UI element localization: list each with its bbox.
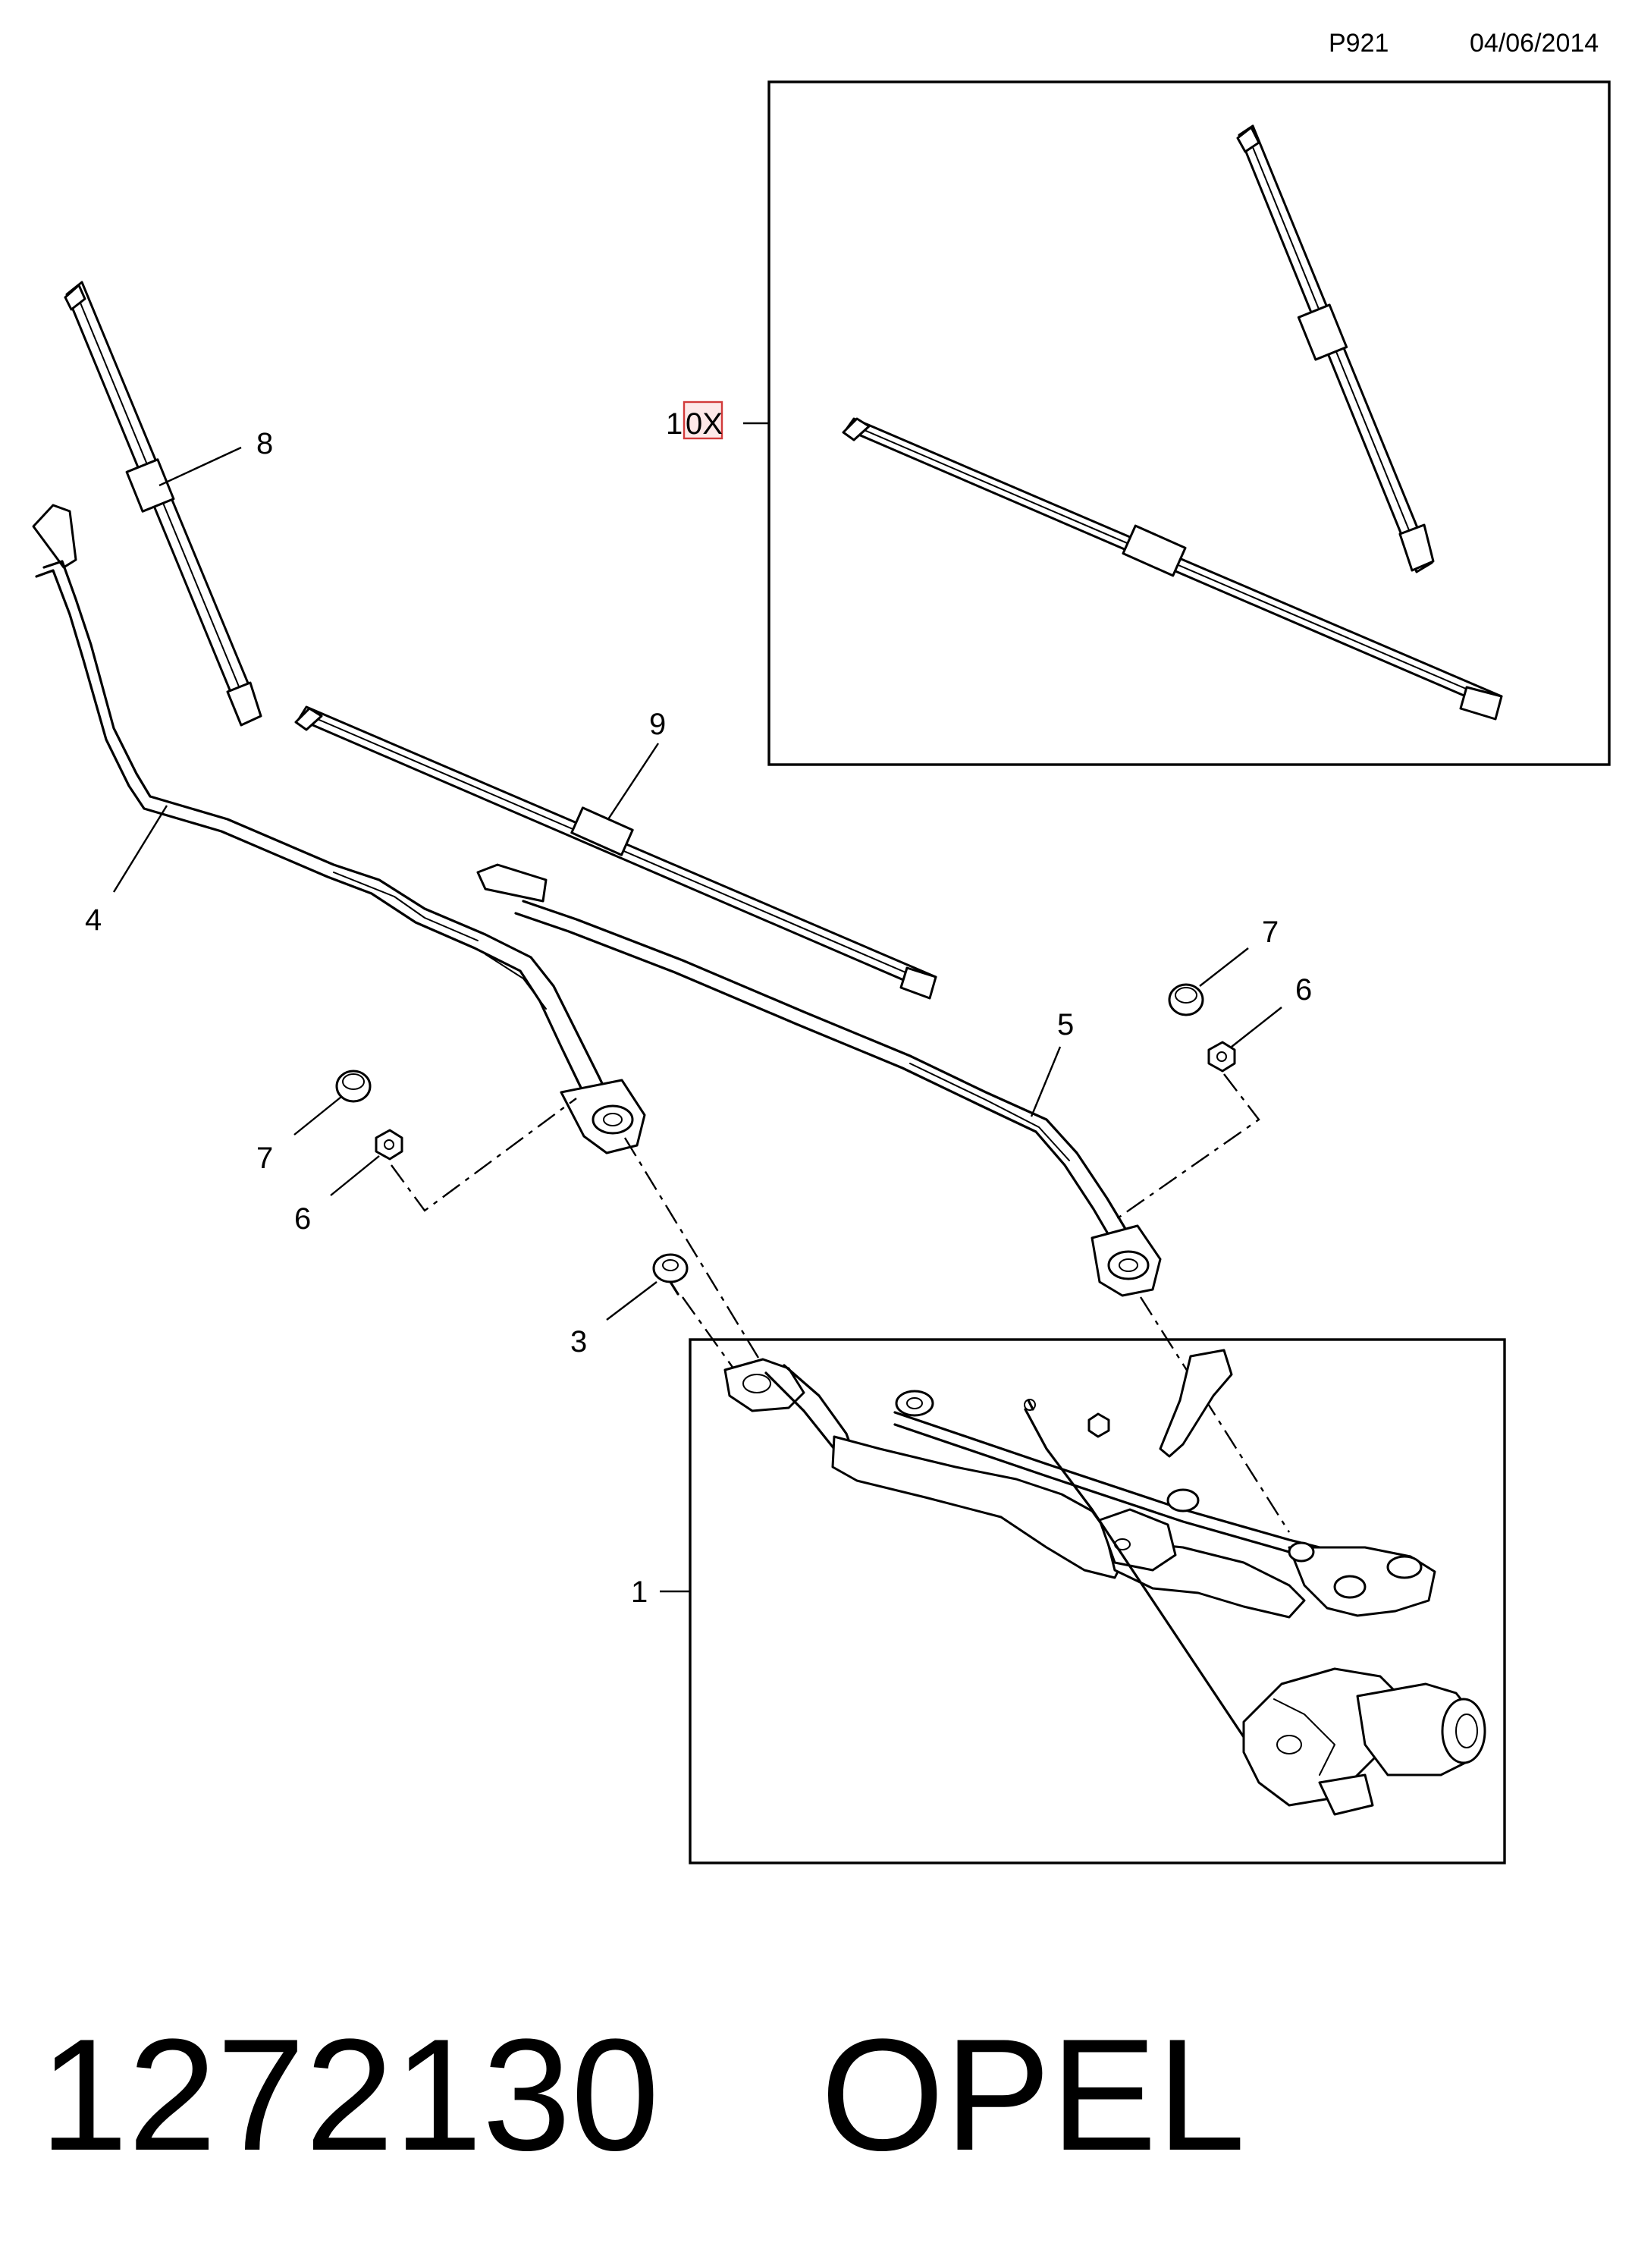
callout-10-prefix: 1 [666,407,683,441]
dash-right-arm-spindle [1139,1296,1291,1533]
leader-7-right [1199,947,1249,987]
wiper-linkage-1 [723,1349,1436,1739]
callout-5: 5 [1057,1008,1074,1041]
leader-7-left [293,1096,342,1136]
dash-left-fastener [391,1098,577,1212]
callout-6-left: 6 [294,1202,311,1236]
leader-9 [607,743,660,820]
wiper-blade-set-10x [842,124,1503,721]
callout-3: 3 [570,1325,587,1359]
callout-10x-highlight-box [683,401,723,440]
nut-6-left [375,1129,403,1161]
leader-3 [606,1281,657,1321]
callout-7-right: 7 [1262,916,1279,949]
callout-9: 9 [649,708,666,741]
wiper-arm-5 [476,863,1162,1297]
wiper-blade-9 [294,705,937,1000]
callout-7-left: 7 [256,1142,273,1175]
bolt-3 [652,1253,689,1296]
page-code: P921 [1329,29,1389,58]
dash-right-fastener [1112,1073,1260,1222]
brand-name: OPEL [821,2006,1245,2184]
callout-4: 4 [85,903,102,937]
callout-10x-highlight: 0X [686,407,723,441]
leader-8 [158,446,242,487]
wiper-blade-8 [64,281,262,727]
cap-7-right [1168,983,1204,1016]
wiper-arm-4 [32,504,646,1154]
callout-1: 1 [631,1575,648,1609]
leader-6-right [1231,1007,1282,1048]
dash-left-arm-spindle [623,1137,760,1359]
wiper-motor [1242,1667,1486,1816]
diagram-date: 04/06/2014 [1470,29,1599,58]
leader-4 [112,805,168,893]
cap-7-left [335,1070,372,1103]
box-part-1 [689,1338,1506,1864]
nut-6-right [1207,1041,1236,1073]
callout-8: 8 [256,427,273,460]
part-number: 1272130 [39,2006,660,2184]
callout-6-right: 6 [1295,973,1312,1007]
box-part-10x [767,80,1611,766]
leader-6-left [330,1155,380,1196]
leader-5 [1030,1046,1062,1117]
